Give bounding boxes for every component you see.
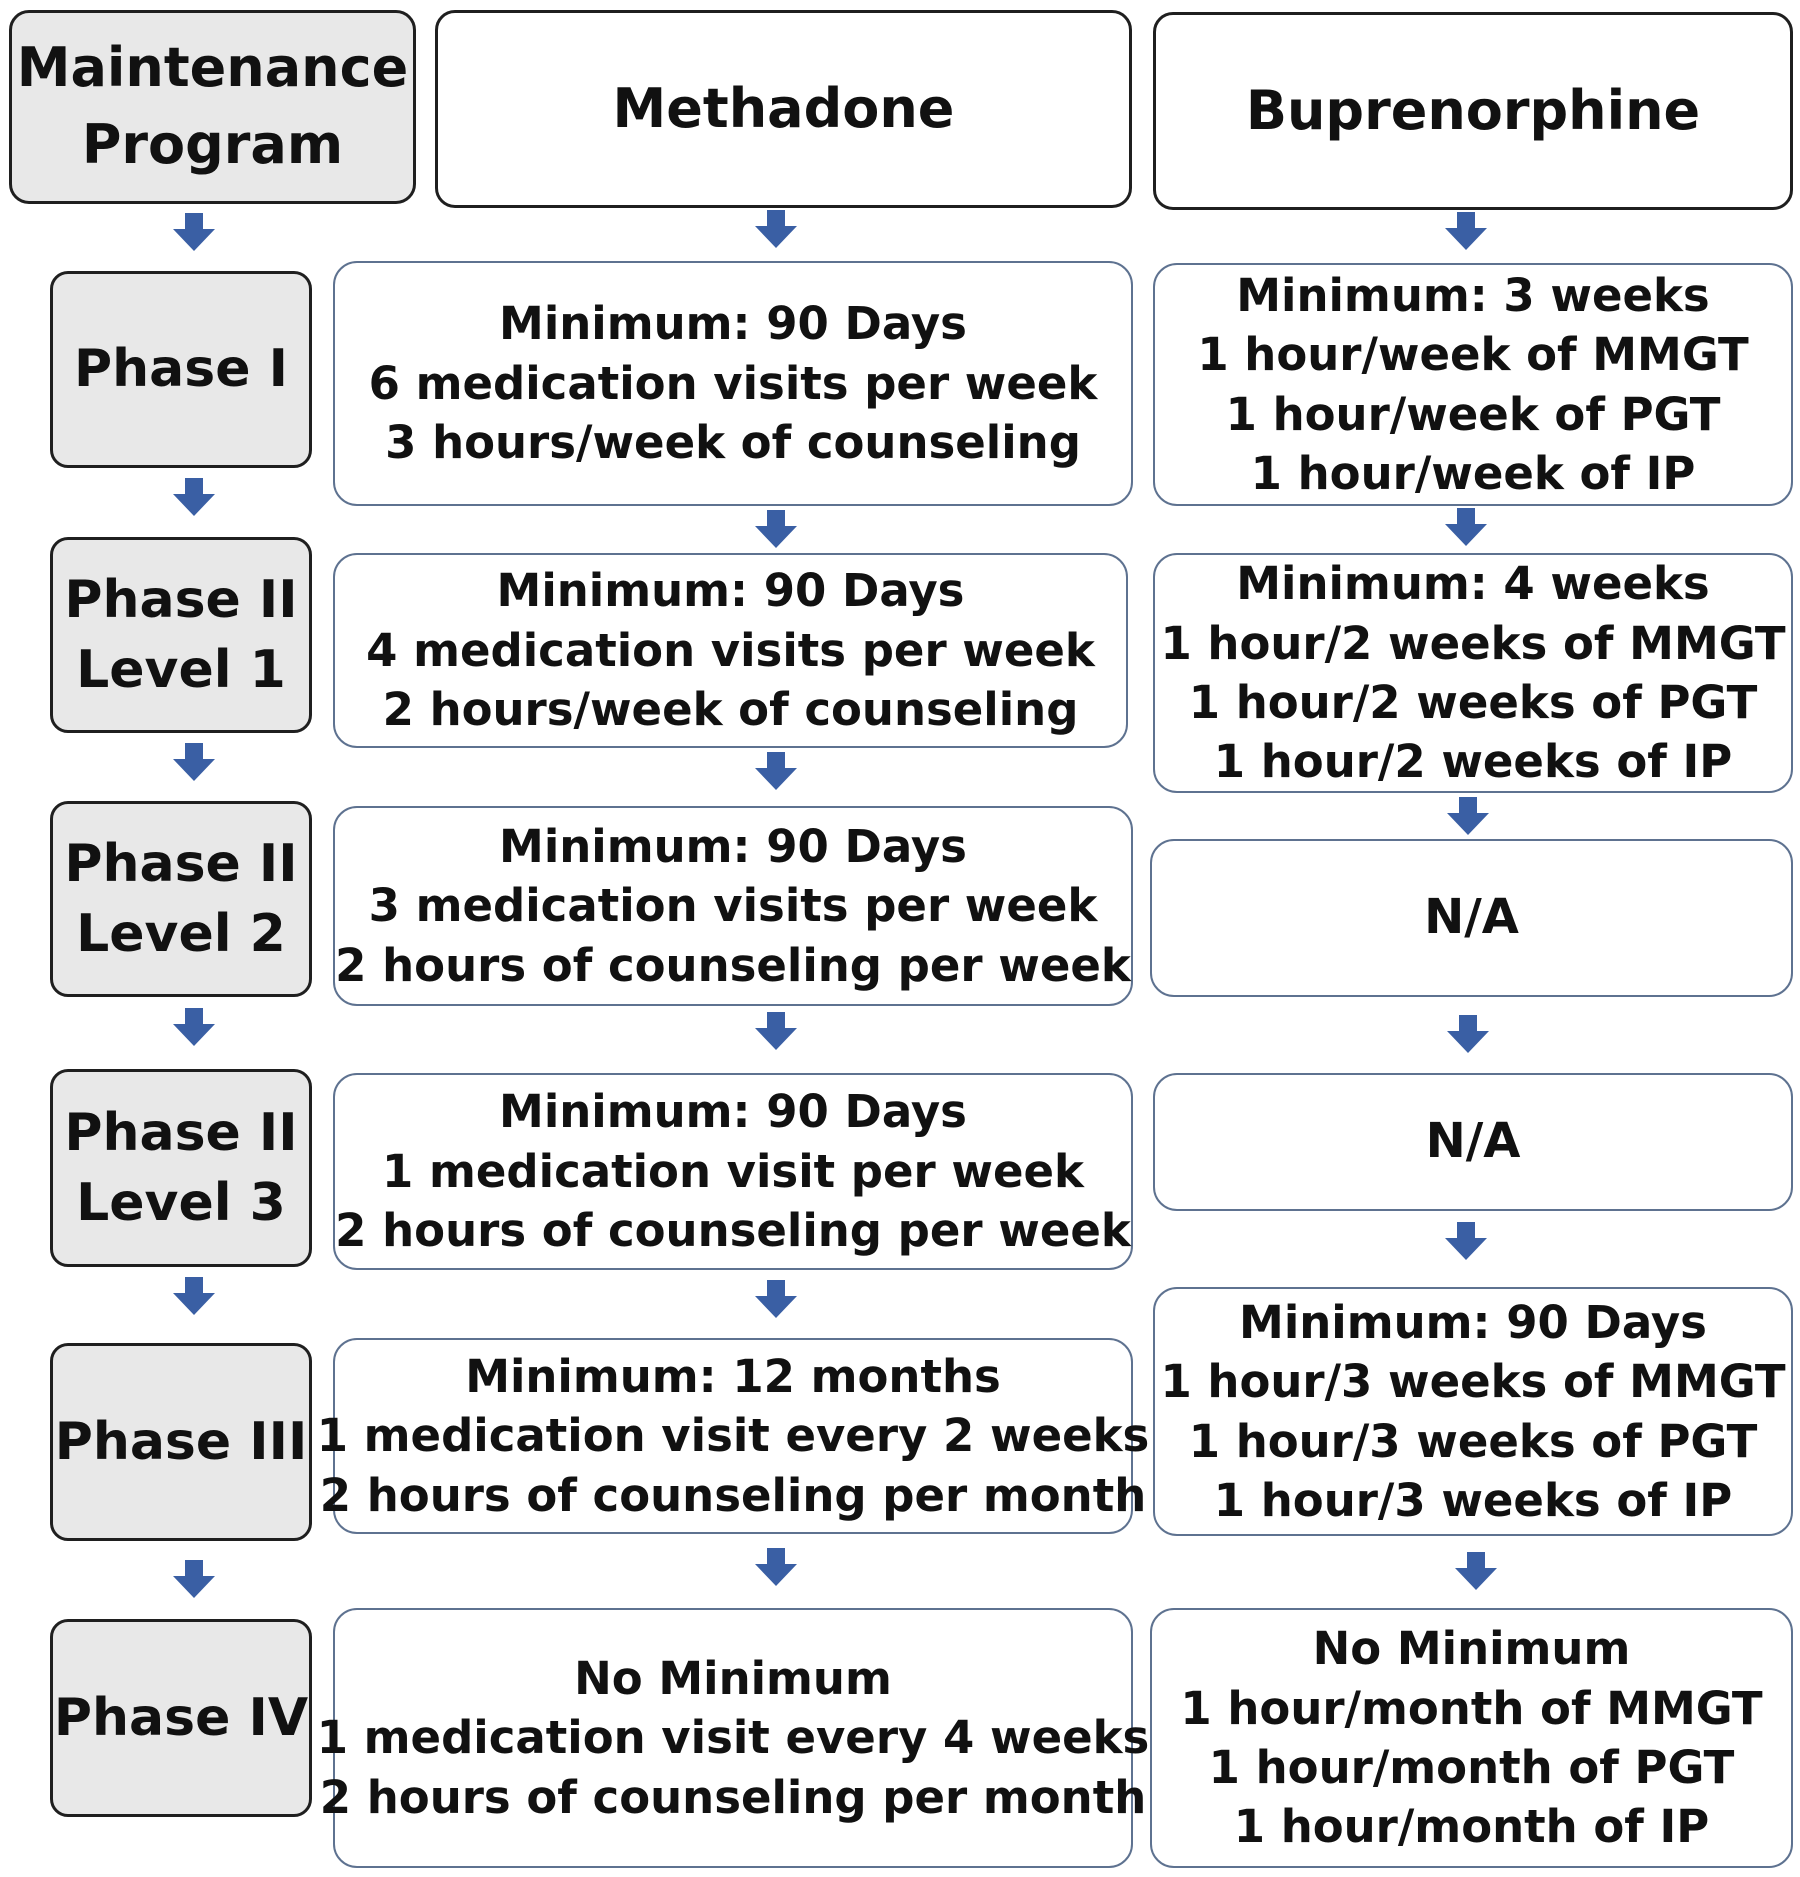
- down-arrow-icon: [173, 1277, 215, 1319]
- down-arrow-icon: [1447, 1015, 1489, 1057]
- down-arrow-icon: [755, 752, 797, 794]
- phase-label-phase-2-level-1: Phase II Level 1: [50, 537, 312, 733]
- phase-label-phase-2-level-3: Phase II Level 3: [50, 1069, 312, 1267]
- buprenorphine-cell-phase-1: Minimum: 3 weeks 1 hour/week of MMGT 1 h…: [1153, 263, 1793, 506]
- down-arrow-icon: [1445, 1222, 1487, 1264]
- down-arrow-icon: [755, 510, 797, 552]
- down-arrow-icon: [173, 743, 215, 785]
- header-line: Program: [81, 113, 344, 176]
- buprenorphine-cell-phase-2-level-3: N/A: [1153, 1073, 1793, 1211]
- methadone-cell-phase-1: Minimum: 90 Days 6 medication visits per…: [333, 261, 1133, 506]
- down-arrow-icon: [173, 1560, 215, 1602]
- methadone-cell-phase-3: Minimum: 12 months 1 medication visit ev…: [317, 1338, 1149, 1534]
- down-arrow-icon: [755, 1280, 797, 1322]
- down-arrow-icon: [755, 1548, 797, 1590]
- down-arrow-icon: [1447, 797, 1489, 839]
- maintenance-program-header: Maintenance Program: [9, 10, 416, 204]
- down-arrow-icon: [173, 1008, 215, 1050]
- buprenorphine-cell-phase-2-level-2: N/A: [1150, 839, 1793, 997]
- buprenorphine-cell-phase-3: Minimum: 90 Days 1 hour/3 weeks of MMGT …: [1153, 1287, 1793, 1536]
- header-line: Maintenance: [16, 36, 409, 100]
- methadone-header: Methadone: [435, 10, 1132, 208]
- phase-label-phase-3: Phase III: [50, 1343, 312, 1541]
- buprenorphine-header: Buprenorphine: [1153, 12, 1793, 210]
- methadone-cell-phase-2-level-1: Minimum: 90 Days 4 medication visits per…: [333, 553, 1128, 748]
- phase-label-phase-2-level-2: Phase II Level 2: [50, 801, 312, 997]
- down-arrow-icon: [755, 1012, 797, 1054]
- methadone-cell-phase-2-level-3: Minimum: 90 Days 1 medication visit per …: [333, 1073, 1133, 1270]
- down-arrow-icon: [173, 213, 215, 255]
- phase-label-phase-1: Phase I: [50, 271, 312, 468]
- down-arrow-icon: [1445, 212, 1487, 254]
- buprenorphine-cell-phase-4: No Minimum 1 hour/month of MMGT 1 hour/m…: [1150, 1608, 1793, 1868]
- phase-label-phase-4: Phase IV: [50, 1619, 312, 1817]
- down-arrow-icon: [173, 478, 215, 520]
- methadone-cell-phase-4: No Minimum 1 medication visit every 4 we…: [317, 1608, 1149, 1868]
- methadone-cell-phase-2-level-2: Minimum: 90 Days 3 medication visits per…: [333, 806, 1133, 1006]
- buprenorphine-cell-phase-2-level-1: Minimum: 4 weeks 1 hour/2 weeks of MMGT …: [1153, 553, 1793, 793]
- down-arrow-icon: [755, 210, 797, 252]
- down-arrow-icon: [1445, 508, 1487, 550]
- down-arrow-icon: [1455, 1552, 1497, 1594]
